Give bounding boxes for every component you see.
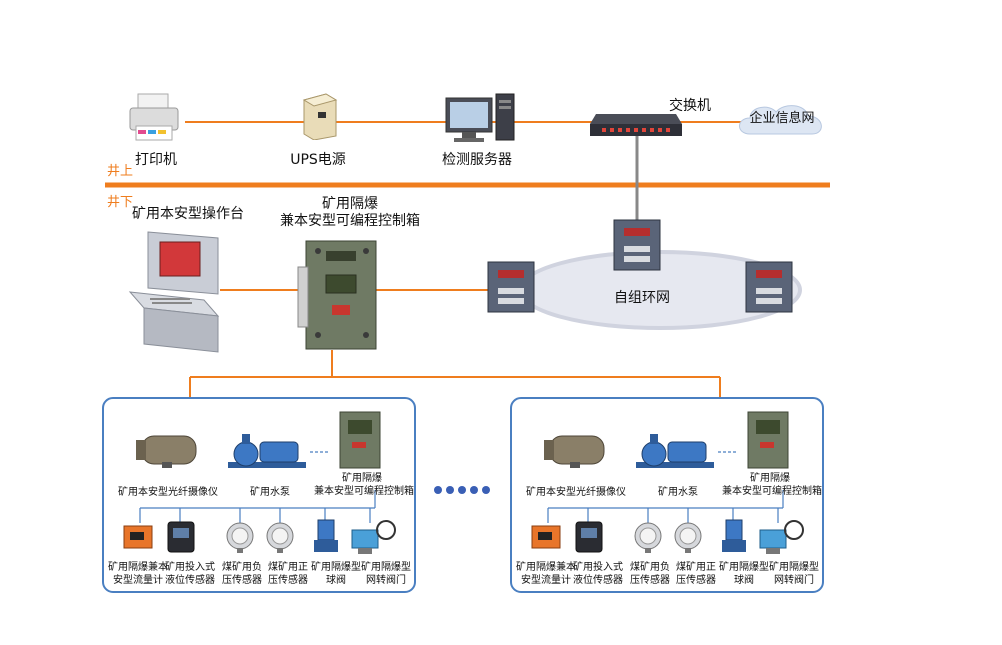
server-icon (445, 93, 515, 142)
controller-box-icon (297, 240, 377, 350)
switch-icon (590, 114, 682, 136)
sensor-label-right-6b: 网转阀门 (774, 575, 814, 586)
level-sensor-icon-right (575, 521, 603, 553)
controller-label-2: 兼本安型可编程控制箱 (280, 213, 420, 229)
pump-label-left: 矿用水泵 (250, 487, 290, 498)
sensor-label-right-1a: 矿用隔爆兼本 (516, 562, 576, 573)
controller-label-1: 矿用隔爆 (322, 196, 378, 212)
cloud-icon (739, 105, 822, 135)
server-label: 检测服务器 (442, 152, 512, 168)
printer-icon (129, 93, 179, 141)
sensor-label-right-3b: 压传感器 (630, 575, 670, 586)
sensor-label-left-6a: 矿用隔爆型 (361, 562, 411, 573)
sensor-label-left-6b: 网转阀门 (366, 575, 406, 586)
enterprise-net-label: 企业信息网 (749, 111, 815, 126)
negative-pressure-sensor-icon-left (226, 522, 254, 553)
more-dots (434, 486, 490, 494)
negative-pressure-sensor-icon-right (634, 522, 662, 553)
console-label: 矿用本安型操作台 (132, 206, 244, 222)
sensor-label-left-5a: 矿用隔爆型 (311, 562, 361, 573)
flowmeter-icon-right (531, 525, 561, 549)
pump-icon-left (228, 434, 306, 468)
sensor-label-left-3b: 压传感器 (222, 575, 262, 586)
positive-pressure-sensor-icon-right (674, 522, 702, 553)
sensor-label-right-2a: 矿用投入式 (573, 562, 623, 573)
sensor-label-left-4b: 压传感器 (268, 575, 308, 586)
camera-label-left: 矿用本安型光纤摄像仪 (118, 487, 218, 498)
camera-icon-right (544, 435, 605, 468)
console-icon (128, 231, 220, 353)
ball-valve-icon-left (314, 519, 338, 552)
box-icon-left (339, 411, 381, 469)
sensor-label-right-4a: 煤矿用正 (676, 562, 716, 573)
box-label-right-1: 矿用隔爆 (750, 473, 790, 484)
camera-icon-left (136, 435, 197, 468)
printer-label: 打印机 (135, 152, 177, 168)
ring-node-top-icon (613, 219, 661, 271)
sensor-label-right-3a: 煤矿用负 (630, 562, 670, 573)
sensor-label-left-4a: 煤矿用正 (268, 562, 308, 573)
box-label-right-2: 兼本安型可编程控制箱 (722, 486, 822, 497)
sensor-label-left-2b: 液位传感器 (165, 575, 215, 586)
ball-valve-icon-right (722, 519, 746, 552)
sensor-label-right-1b: 安型流量计 (521, 575, 571, 586)
flowmeter-icon-left (123, 525, 153, 549)
underground-zone-label: 井下 (107, 195, 134, 210)
ring-node-left-icon (487, 261, 535, 313)
sensor-label-right-4b: 压传感器 (676, 575, 716, 586)
sensor-label-left-1a: 矿用隔爆兼本 (108, 562, 168, 573)
ring-node-right-icon (745, 261, 793, 313)
box-label-left-2: 兼本安型可编程控制箱 (314, 486, 414, 497)
sensor-label-left-2a: 矿用投入式 (165, 562, 215, 573)
positive-pressure-sensor-icon-left (266, 522, 294, 553)
sensor-label-right-5b: 球阀 (734, 575, 754, 586)
ups-icon (302, 93, 338, 140)
rotary-valve-icon-left (351, 520, 396, 554)
right-panel-wires (547, 451, 784, 523)
switch-label: 交换机 (669, 98, 711, 114)
camera-label-right: 矿用本安型光纤摄像仪 (526, 487, 626, 498)
sensor-label-left-5b: 球阀 (326, 575, 346, 586)
surface-zone-label: 井上 (107, 164, 134, 179)
ups-label: UPS电源 (290, 152, 346, 168)
sensor-label-left-1b: 安型流量计 (113, 575, 163, 586)
level-sensor-icon-left (167, 521, 195, 553)
rotary-valve-icon-right (759, 520, 804, 554)
pump-icon-right (636, 434, 714, 468)
sensor-label-right-6a: 矿用隔爆型 (769, 562, 819, 573)
sensor-label-left-3a: 煤矿用负 (222, 562, 262, 573)
sensor-label-right-5a: 矿用隔爆型 (719, 562, 769, 573)
sensor-label-right-2b: 液位传感器 (573, 575, 623, 586)
ring-network-label: 自组环网 (614, 290, 670, 306)
box-icon-right (747, 411, 789, 469)
pump-label-right: 矿用水泵 (658, 487, 698, 498)
box-label-left-1: 矿用隔爆 (342, 473, 382, 484)
